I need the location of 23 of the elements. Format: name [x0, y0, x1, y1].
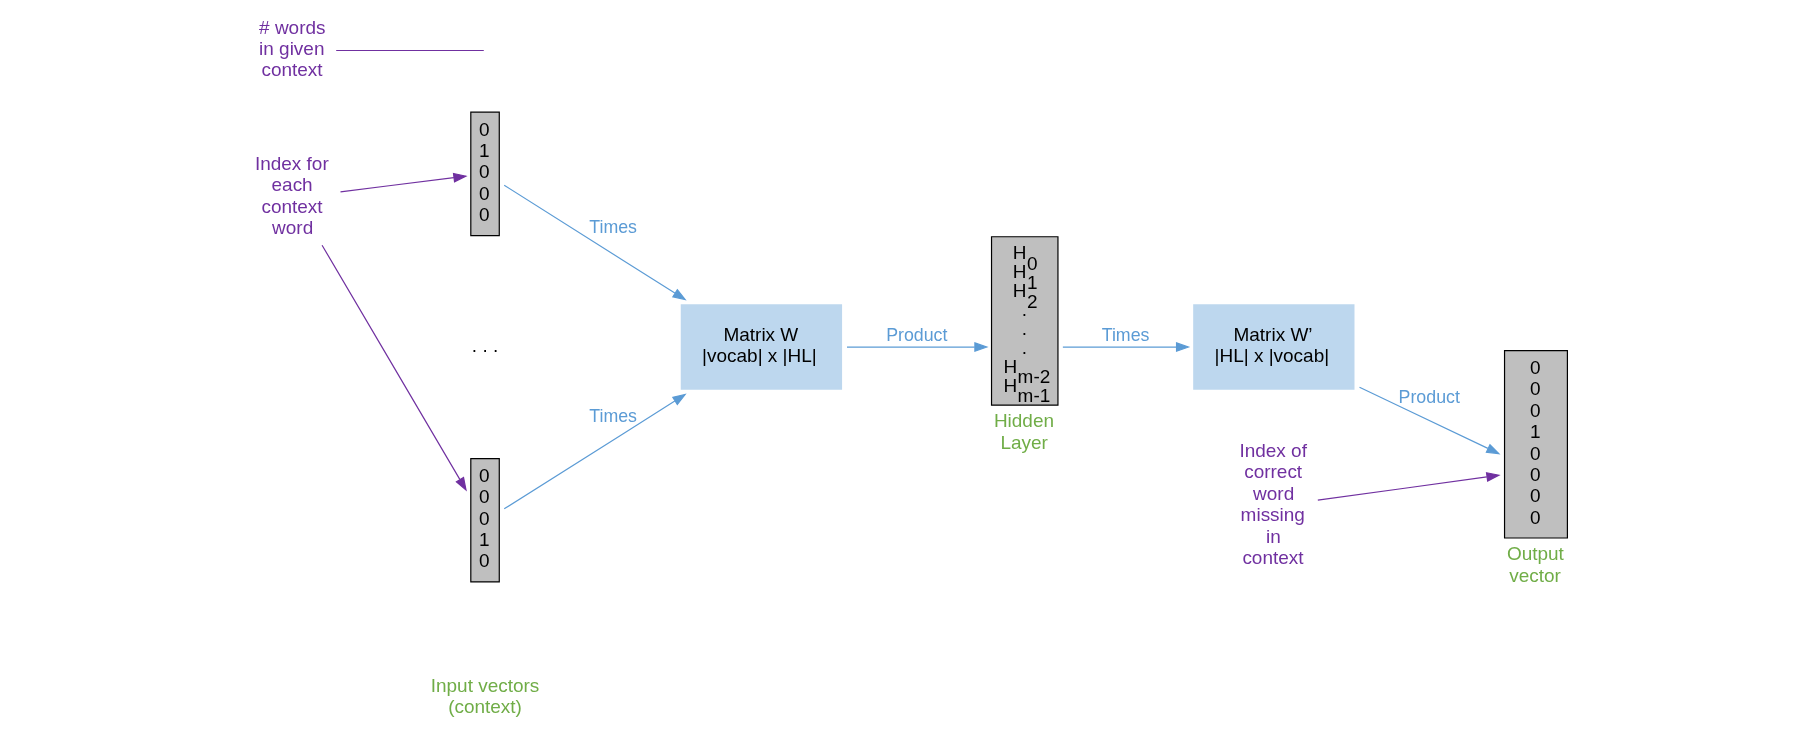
node-box: Matrix W’ |HL| x |vocab|	[1192, 303, 1354, 390]
node-label: Output vector	[1506, 542, 1564, 586]
arrow	[503, 184, 687, 301]
edge-label: Times	[1101, 324, 1149, 345]
arrow	[1061, 341, 1190, 352]
edge-label: Product	[885, 324, 947, 345]
connector	[335, 49, 484, 51]
node-text: Index for each context word	[254, 152, 329, 238]
edge-label: Times	[588, 405, 637, 426]
arrow	[1358, 386, 1500, 454]
arrow	[339, 172, 468, 192]
arrow	[1316, 471, 1501, 501]
label: . . .	[471, 334, 498, 356]
arrow	[845, 341, 989, 352]
edge-label: Times	[588, 216, 637, 237]
arrow	[320, 244, 467, 491]
node-text: Index of correct word missing in context	[1238, 439, 1307, 568]
node-text: # words in given context	[258, 16, 325, 80]
label: Input vectors (context)	[430, 674, 539, 717]
node-box: Matrix W |vocab| x |HL|	[680, 303, 842, 390]
edge-label: Product	[1398, 386, 1460, 407]
arrow	[503, 393, 687, 509]
node-label: Hidden Layer	[993, 409, 1054, 453]
